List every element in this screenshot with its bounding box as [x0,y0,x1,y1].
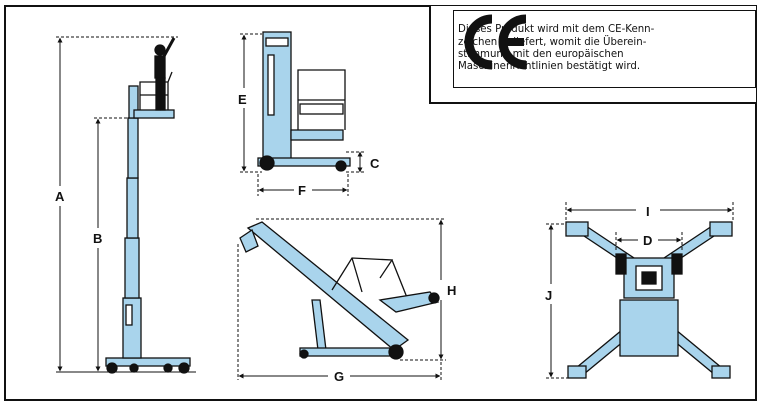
outrigger-pad [567,365,587,379]
control-panel [641,271,657,285]
platform-gate [299,103,344,115]
mast-section-4 [127,117,139,179]
base-frame [299,347,397,357]
label-j: J [545,288,552,303]
mast-section-2 [124,237,140,299]
outrigger-pad [565,221,589,237]
platform-floor [290,129,344,141]
mast-top-cap [239,229,259,253]
wheel [388,344,404,360]
ce-notice-box: Dieses Produkt wird mit dem CE-Kenn- zei… [453,10,756,88]
dimension-g [237,244,442,380]
wheel [671,253,683,275]
dimension-f [257,174,349,196]
label-f: F [298,183,306,198]
label-a: A [55,189,65,204]
label-b: B [93,231,102,246]
platform-rail [297,69,346,130]
wheel [106,362,118,374]
dimension-i [565,202,734,220]
ce-notch [429,5,757,104]
dimension-d [615,232,683,252]
retracted-lift-view [257,31,351,172]
lift-base [105,357,191,367]
mast-panel [125,304,133,326]
label-h: H [447,283,456,298]
support-leg [311,299,327,351]
wheel [178,362,190,374]
mast-retracted [262,31,292,163]
label-i: I [646,204,650,219]
base-frame [257,157,351,167]
wheel [129,363,139,373]
tilted-lift-view [239,221,440,360]
label-g: G [334,369,344,384]
mast-section-3 [126,177,139,239]
platform-floor [378,291,440,313]
top-view [565,221,733,379]
wheel [163,363,173,373]
mast-tilted [246,221,410,351]
dimension-b [94,117,128,372]
dimension-a [56,36,196,373]
label-e: E [238,92,247,107]
outrigger-pad [709,221,733,237]
outrigger-pad [711,365,731,379]
wheel [259,155,275,171]
chassis [619,299,679,357]
dimension-c [346,151,364,173]
dimension-h [256,218,446,361]
raised-lift-view [105,37,191,374]
wheel [615,253,627,275]
dimension-j [546,223,568,379]
ce-mark-logo [464,14,527,70]
label-d: D [643,233,652,248]
dimension-e [240,33,262,173]
wheel [335,160,347,172]
label-c: C [370,156,380,171]
mast-top-cap [265,37,289,47]
wheel [299,349,309,359]
operator-figure [154,37,176,111]
platform-floor [133,109,175,119]
wheel [428,292,440,304]
mast-panel [267,54,275,116]
